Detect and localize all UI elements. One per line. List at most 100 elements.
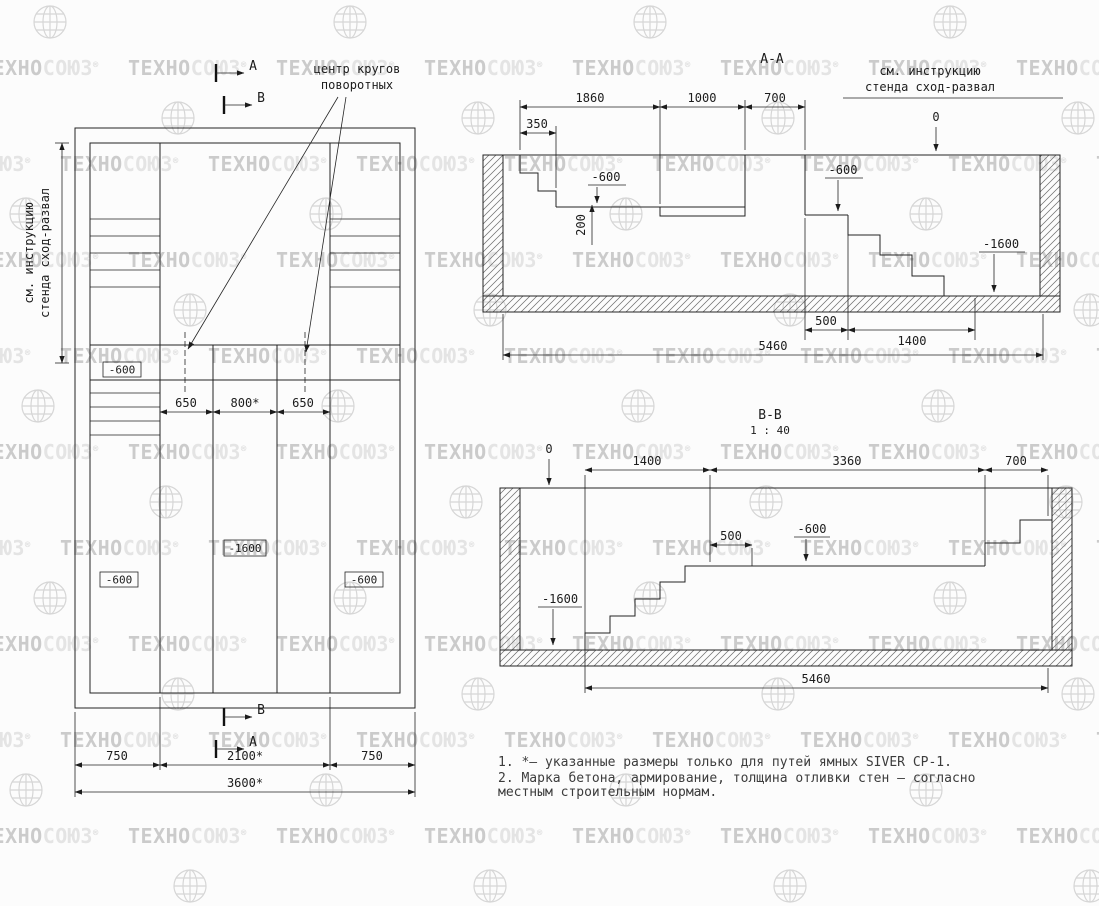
plan-elevation-600-bottom-left: -600 — [99, 571, 139, 588]
section-aa-view: А-А см. инструкцию стенда сход-развал 0 — [482, 52, 1063, 360]
section-bb-dim-1400: 1400 — [633, 454, 662, 468]
watermark-brand-text: ТЕХНОСОЮЗ® — [0, 632, 99, 656]
watermark-brand-text: ТЕХНОСОЮЗ® — [1096, 344, 1099, 368]
globe-watermark-icon — [173, 293, 207, 327]
plan-dim-750-left: 750 — [106, 749, 128, 763]
section-aa-title: А-А — [760, 52, 784, 67]
globe-watermark-icon — [161, 101, 195, 135]
watermark-brand-text: ТЕХНОСОЮЗ® — [0, 440, 99, 464]
section-bb-dim-500-label: 500 — [720, 529, 742, 543]
globe-watermark-icon — [333, 581, 367, 615]
watermark-brand-text: ТЕХНОСОЮЗ® — [60, 152, 179, 176]
plan-section-mark-a-top: А — [214, 59, 257, 82]
notes-block: 1. *– указанные размеры только для путей… — [498, 755, 975, 800]
plan-turntable-band — [90, 332, 400, 693]
note-line-3: местным строительным нормам. — [498, 785, 717, 800]
watermark-brand-text: ТЕХНОСОЮЗ® — [60, 536, 179, 560]
plan-elevation-600-left: -600 — [102, 361, 142, 378]
section-aa-dim-1400: 1400 — [898, 334, 927, 348]
watermark-brand-text: ТЕХНОСОЮЗ® — [720, 56, 839, 80]
watermark-brand-text: ТЕХНОСОЮЗ® — [208, 152, 327, 176]
globe-watermark-icon — [1073, 293, 1099, 327]
watermark-brand-text: ТЕХНОСОЮЗ® — [720, 248, 839, 272]
watermark-brand-text: ТЕХНОСОЮЗ® — [0, 728, 31, 752]
globe-watermark-icon — [161, 677, 195, 711]
section-bb-title: В-В — [758, 408, 782, 423]
globe-watermark-icon — [449, 485, 483, 519]
plan-dim-650-left: 650 — [175, 396, 197, 410]
plan-view: -600 -1600 -600 -600 650 800* 650 — [22, 59, 416, 797]
plan-section-a-bottom-label: А — [249, 735, 257, 750]
section-aa-zero-label: 0 — [932, 110, 939, 124]
watermark-brand-text: ТЕХНОСОЮЗ® — [652, 728, 771, 752]
plan-turn-circles-leader: центр кругов поворотных — [187, 62, 401, 353]
section-aa-elev-600-right: -600 — [825, 163, 863, 212]
watermark-brand-text: ТЕХНОСОЮЗ® — [356, 344, 475, 368]
globe-watermark-icon — [933, 581, 967, 615]
globe-watermark-icon — [1061, 101, 1095, 135]
watermark-brand-text: ТЕХНОСОЮЗ® — [276, 632, 395, 656]
globe-watermark-icon — [621, 389, 655, 423]
section-aa-instruction-label: см. инструкцию стенда сход-развал — [843, 64, 1063, 99]
plan-outline — [74, 127, 416, 709]
section-aa-dim-1000: 1000 — [688, 91, 717, 105]
watermark-brand-text: ТЕХНОСОЮЗ® — [128, 248, 247, 272]
globe-watermark-icon — [149, 485, 183, 519]
watermark-brand-text: ТЕХНОСОЮЗ® — [0, 152, 31, 176]
plan-turn-circles-line1: центр кругов — [314, 62, 401, 76]
watermark-brand-text: ТЕХНОСОЮЗ® — [1096, 536, 1099, 560]
watermark-brand-text: ТЕХНОСОЮЗ® — [572, 440, 691, 464]
section-aa-dim-200-label: 200 — [574, 214, 588, 236]
plan-dim-650-right: 650 — [292, 396, 314, 410]
watermark-brand-text: ТЕХНОСОЮЗ® — [1096, 728, 1099, 752]
watermark-brand-text: ТЕХНОСОЮЗ® — [60, 344, 179, 368]
section-bb-view: В-В 1 : 40 0 1400 3360 700 — [499, 408, 1073, 693]
globe-watermark-icon — [9, 197, 43, 231]
section-aa-dim-700: 700 — [764, 91, 786, 105]
plan-section-mark-b-top: В — [222, 91, 265, 114]
section-aa-dim-350: 350 — [519, 117, 557, 188]
globe-watermark-icon — [933, 5, 967, 39]
watermark-brand-text: ТЕХНОСОЮЗ® — [572, 248, 691, 272]
note-line-1: 1. *– указанные размеры только для путей… — [498, 755, 952, 770]
watermark-brand-text: ТЕХНОСОЮЗ® — [128, 440, 247, 464]
watermark-brand-text: ТЕХНОСОЮЗ® — [60, 728, 179, 752]
watermark-brand-text: ТЕХНОСОЮЗ® — [128, 632, 247, 656]
globe-watermark-icon — [461, 101, 495, 135]
watermark-brand-text: ТЕХНОСОЮЗ® — [800, 536, 919, 560]
watermark-brand-text: ТЕХНОСОЮЗ® — [868, 440, 987, 464]
watermark-brand-text: ТЕХНОСОЮЗ® — [276, 824, 395, 848]
watermark-brand-text: ТЕХНОСОЮЗ® — [0, 536, 31, 560]
watermark-brand-text: ТЕХНОСОЮЗ® — [356, 152, 475, 176]
watermark-brand-text: ТЕХНОСОЮЗ® — [948, 728, 1067, 752]
globe-watermark-icon — [461, 677, 495, 711]
plan-turn-circles-line2: поворотных — [321, 78, 393, 92]
watermark-brand-text: ТЕХНОСОЮЗ® — [800, 728, 919, 752]
watermark-brand-text: ТЕХНОСОЮЗ® — [128, 824, 247, 848]
watermark-brand-text: ТЕХНОСОЮЗ® — [720, 440, 839, 464]
watermark-brand-text: ТЕХНОСОЮЗ® — [356, 728, 475, 752]
section-bb-dim-500: 500 — [709, 529, 753, 566]
watermark-brand-text: ТЕХНОСОЮЗ® — [276, 440, 395, 464]
plan-stair-rungs-mid-left — [90, 392, 160, 436]
plan-dim-800: 800* — [231, 396, 260, 410]
plan-section-b-bottom-label: В — [257, 703, 265, 718]
watermark-brand-text: ТЕХНОСОЮЗ® — [1016, 440, 1099, 464]
plan-section-mark-b-bottom: В — [222, 703, 265, 726]
plan-section-b-top-label: В — [257, 91, 265, 106]
watermark-brand-text: ТЕХНОСОЮЗ® — [572, 56, 691, 80]
watermark-brand-text: ТЕХНОСОЮЗ® — [208, 728, 327, 752]
plan-stair-rungs-top — [90, 218, 400, 288]
globe-watermark-icon — [749, 485, 783, 519]
plan-elev-1600-label: -1600 — [228, 542, 261, 555]
globe-watermark-icon — [909, 197, 943, 231]
section-bb-elev-1600: -1600 — [538, 592, 582, 646]
plan-section-mark-a-bottom: А — [214, 735, 257, 758]
globe-watermark-icon — [333, 5, 367, 39]
watermark-brand-text: ТЕХНОСОЮЗ® — [800, 152, 919, 176]
section-bb-elev-1600-label: -1600 — [542, 592, 578, 606]
section-aa-instruction-line2: стенда сход-развал — [865, 80, 995, 94]
section-bb-dim-3360: 3360 — [833, 454, 862, 468]
section-bb-elev-600-label: -600 — [798, 522, 827, 536]
